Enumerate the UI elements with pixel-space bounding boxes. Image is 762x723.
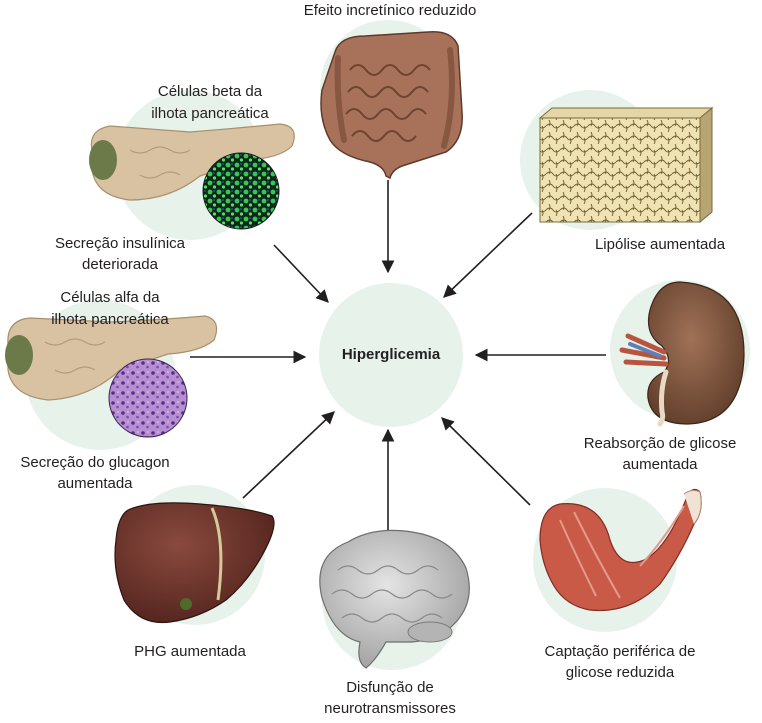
arrow-beta bbox=[273, 244, 329, 303]
intestine-icon bbox=[320, 31, 463, 180]
beta-label-1: Secreção insulínica bbox=[54, 235, 186, 252]
liver-label: PHG aumentada bbox=[134, 643, 246, 660]
center-circle bbox=[319, 283, 463, 427]
kidney-icon bbox=[619, 281, 745, 427]
liver-icon bbox=[114, 502, 275, 624]
pancreas-alpha-cells-icon bbox=[5, 315, 218, 438]
muscle-icon bbox=[539, 488, 702, 612]
arrow-muscle bbox=[441, 417, 531, 506]
muscle-label-1: Captação periférica de bbox=[544, 643, 696, 660]
alpha-top-label-1: Células alfa da bbox=[60, 289, 160, 306]
alpha-label-1: Secreção do glucagon bbox=[20, 454, 170, 471]
beta-top-label-1: Células beta da bbox=[157, 83, 263, 100]
incretin-label: Efeito incretínico reduzido bbox=[303, 2, 477, 19]
arrows bbox=[190, 180, 606, 530]
brain-label-2: neurotransmissores bbox=[324, 700, 456, 717]
brain-icon bbox=[319, 529, 470, 669]
beta-label-2: deteriorada bbox=[82, 256, 158, 273]
lipolysis-label: Lipólise aumentada bbox=[594, 236, 726, 253]
alpha-top-label-2: ilhota pancreática bbox=[51, 311, 169, 328]
arrow-liver bbox=[242, 411, 335, 499]
muscle-label-2: glicose reduzida bbox=[565, 664, 675, 681]
kidney-label-2: aumentada bbox=[622, 456, 698, 473]
pancreas-beta-cells-icon bbox=[89, 123, 295, 230]
arrow-lipolysis bbox=[443, 212, 533, 298]
center-label: Hiperglicemia bbox=[341, 346, 441, 363]
alpha-label-2: aumentada bbox=[57, 475, 133, 492]
kidney-label-1: Reabsorção de glicose bbox=[583, 435, 737, 452]
adipose-tissue-icon bbox=[538, 106, 714, 224]
beta-top-label-2: ilhota pancreática bbox=[151, 105, 269, 122]
brain-label-1: Disfunção de bbox=[346, 679, 434, 696]
